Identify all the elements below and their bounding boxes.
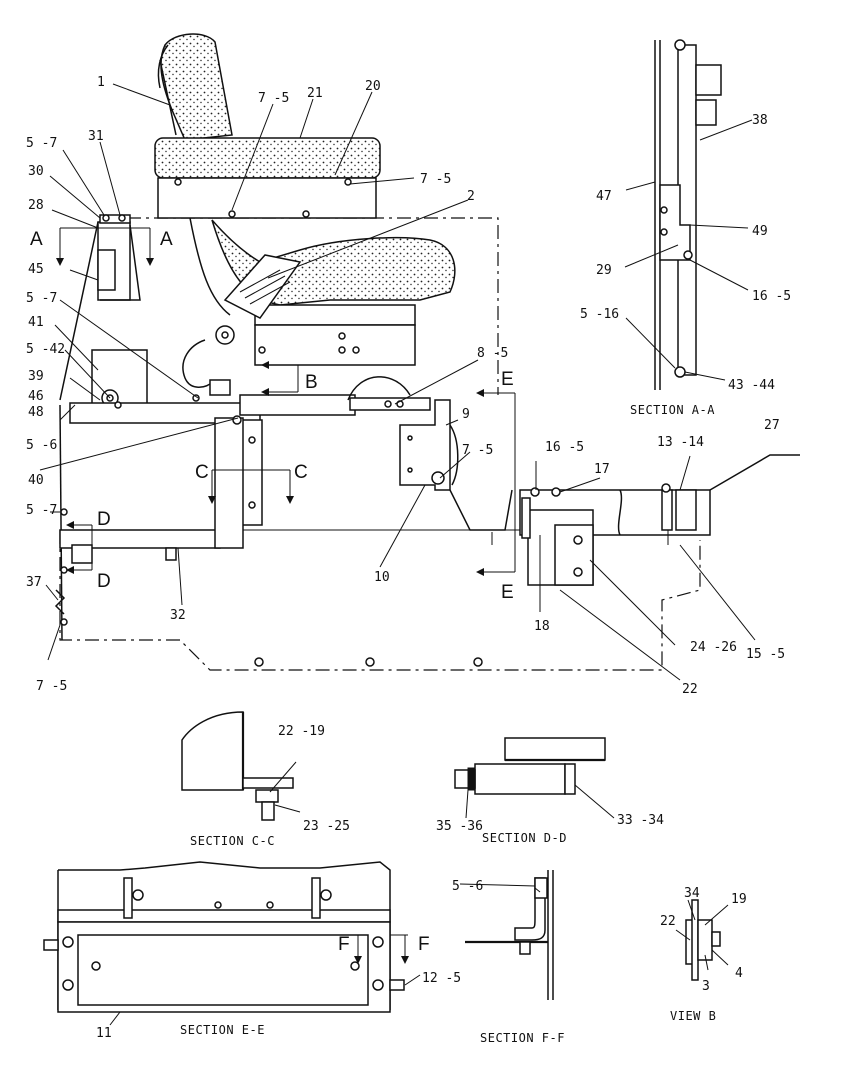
section-letter: A	[30, 229, 43, 250]
section-c-c-view	[181, 711, 301, 821]
seat-base	[157, 177, 377, 219]
section-letter: F	[338, 934, 350, 955]
main-assembly	[54, 33, 800, 671]
callout: 9	[462, 407, 470, 422]
callout: 16 -5	[545, 440, 584, 455]
section-letter: E	[501, 582, 514, 603]
callout: 37	[26, 575, 42, 590]
callout: 5 -16	[580, 307, 619, 322]
callout: 19	[731, 892, 747, 907]
callout: 29	[596, 263, 612, 278]
callout: 27	[764, 418, 780, 433]
callout: 47	[596, 189, 612, 204]
callout: 3	[702, 979, 710, 994]
callout: 5 -7	[26, 136, 57, 151]
captions: SECTION A-A SECTION C-C SECTION D-D SECT…	[180, 403, 716, 1045]
callout: 45	[28, 262, 44, 277]
callout: 2	[467, 189, 475, 204]
view-b	[675, 899, 729, 981]
callout: 5 -7	[26, 291, 57, 306]
callout: 35 -36	[436, 819, 483, 834]
callout: 30	[28, 164, 44, 179]
callout: 17	[594, 462, 610, 477]
callout: 43 -44	[728, 378, 775, 393]
callout: 15 -5	[746, 647, 785, 662]
callout: 5 -7	[26, 503, 57, 518]
callout: 31	[88, 129, 104, 144]
section-letter: D	[97, 509, 111, 530]
section-letters: A A B C C D D E E F F	[30, 229, 514, 955]
callout: 5 -6	[26, 438, 57, 453]
section-letter: E	[501, 369, 514, 390]
callout: 22 -19	[278, 724, 325, 739]
callout: 24 -26	[690, 640, 737, 655]
caption-section-c-c: SECTION C-C	[190, 834, 275, 848]
callout: 41	[28, 315, 44, 330]
caption-view-b: VIEW B	[670, 1009, 716, 1023]
section-letter: B	[305, 372, 318, 393]
caption-section-a-a: SECTION A-A	[630, 403, 715, 417]
caption-section-f-f: SECTION F-F	[480, 1031, 565, 1045]
callout: 21	[307, 86, 323, 101]
seat-back	[160, 33, 233, 141]
callout: 32	[170, 608, 186, 623]
callout: 38	[752, 113, 768, 128]
callout: 10	[374, 570, 390, 585]
callout: 28	[28, 198, 44, 213]
callout: 5 -42	[26, 342, 65, 357]
callout: 49	[752, 224, 768, 239]
section-letter: A	[160, 229, 173, 250]
callout: 8 -5	[477, 346, 508, 361]
callout: 34	[684, 886, 700, 901]
belt-stitch	[239, 269, 291, 305]
section-letter: C	[195, 462, 209, 483]
leader-lines	[39, 83, 756, 681]
section-letter: D	[97, 571, 111, 592]
callout: 7 -5	[258, 91, 289, 106]
callout: 22	[682, 682, 698, 697]
callout-labels: 1 7 -5 21 20 5 -7 31 30 7 -5 28 2 45 5 -…	[26, 75, 791, 1041]
callout: 48	[28, 405, 44, 420]
section-a-a-view	[624, 39, 753, 390]
section-f-f-view	[459, 870, 554, 1000]
caption-section-e-e: SECTION E-E	[180, 1023, 265, 1037]
callout: 46	[28, 389, 44, 404]
callout: 7 -5	[36, 679, 67, 694]
seat-cushion	[154, 137, 381, 179]
section-e-e-view	[43, 861, 421, 1026]
callout: 13 -14	[657, 435, 704, 450]
callout: 4	[735, 966, 743, 981]
callout: 22	[660, 914, 676, 929]
section-a-arrows	[56, 227, 154, 266]
callout: 7 -5	[420, 172, 451, 187]
callout: 1	[97, 75, 105, 90]
callout: 23 -25	[303, 819, 350, 834]
callout: 39	[28, 369, 44, 384]
section-letter: C	[294, 462, 308, 483]
callout: 16 -5	[752, 289, 791, 304]
callout: 5 -6	[452, 879, 483, 894]
callout: 7 -5	[462, 443, 493, 458]
section-d-d-view	[454, 737, 615, 819]
callout: 40	[28, 473, 44, 488]
platform-outline	[59, 217, 701, 671]
callout: 18	[534, 619, 550, 634]
callout: 33 -34	[617, 813, 664, 828]
box-41	[91, 349, 148, 406]
seat-belt	[223, 254, 302, 319]
section-letter: F	[418, 934, 430, 955]
callout: 12 -5	[422, 971, 461, 986]
callout: 20	[365, 79, 381, 94]
callout: 11	[96, 1026, 112, 1041]
caption-section-d-d: SECTION D-D	[482, 831, 567, 845]
